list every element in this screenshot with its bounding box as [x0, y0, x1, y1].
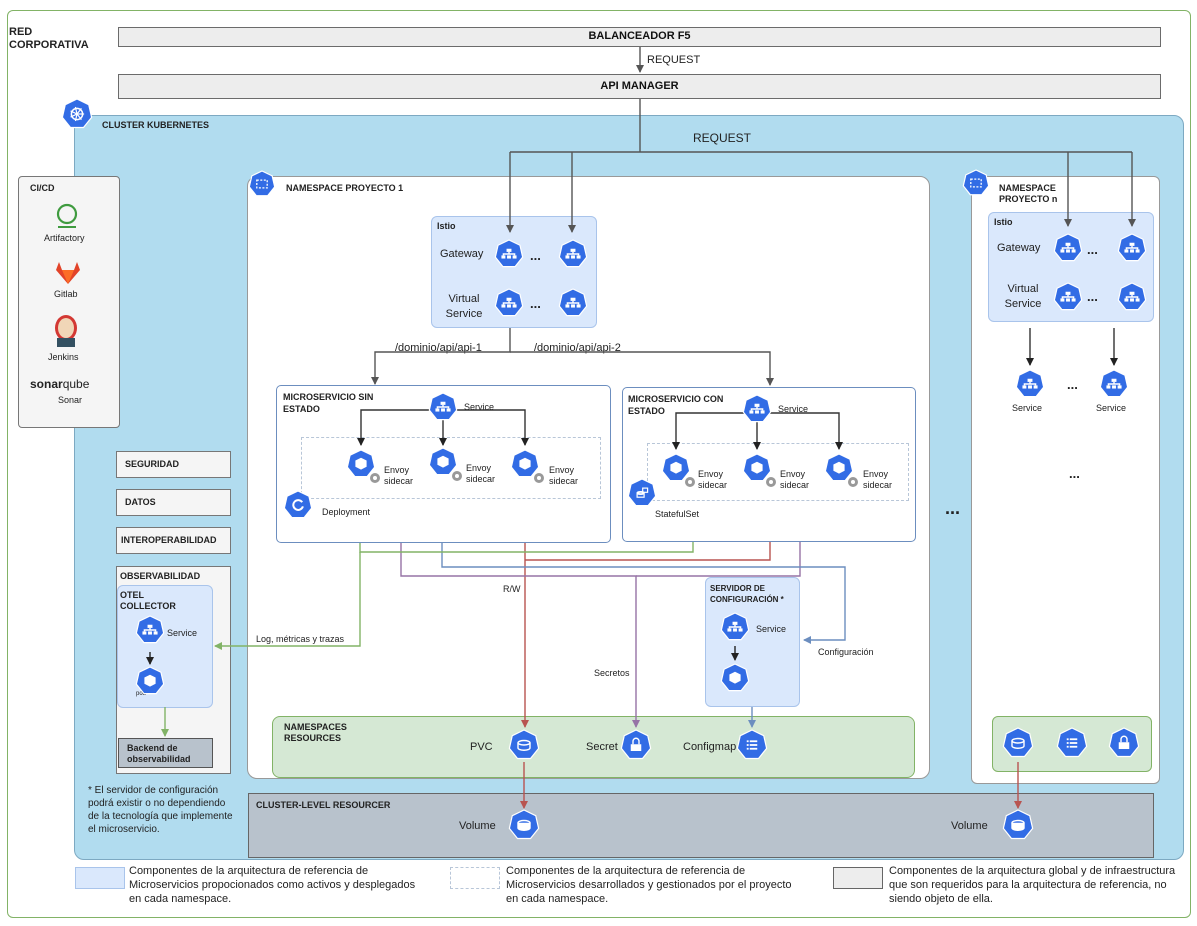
legend-global: Componentes de la arquitectura global y … [889, 865, 1176, 905]
statefulset-label: StatefulSet [655, 509, 700, 519]
stateless-service-label: Service [464, 402, 495, 412]
request-top-label: REQUEST [647, 54, 701, 66]
logs-label: Log, métricas y trazas [256, 634, 345, 644]
datos-label: DATOS [125, 497, 156, 507]
vs-ns1-dots: ... [530, 296, 541, 311]
namespace-n-title: NAMESPACE PROYECTO n [999, 183, 1058, 204]
otel-collector-box [117, 585, 213, 708]
istio-ns1-label: Istio [437, 221, 456, 231]
gateway-nsn-label: Gateway [997, 242, 1041, 254]
cicd-panel [18, 176, 120, 428]
legend-swatch-developed [450, 867, 500, 889]
corporate-network-label: RED CORPORATIVA [9, 26, 89, 51]
resources-title: NAMESPACES RESOURCES [284, 722, 347, 743]
otel-service-label: Service [167, 628, 198, 638]
route-api-1: /dominio/api/api-1 [395, 342, 482, 354]
rw-label: R/W [503, 584, 521, 594]
nsn-middle-dots: ... [1069, 466, 1080, 481]
corporate-network [7, 10, 1191, 918]
otel-title: OTEL COLLECTOR [120, 590, 176, 611]
legend-swatch-global [833, 867, 883, 889]
pvc-label: PVC [470, 741, 493, 753]
vs-nsn-dots: ... [1087, 289, 1098, 304]
request-cluster-label: REQUEST [693, 131, 752, 145]
between-namespaces-dots: ... [945, 498, 961, 518]
gateway-ns1-dots: ... [530, 248, 541, 263]
gateway-ns1-label: Gateway [440, 248, 484, 260]
datos-box: DATOS [116, 489, 231, 516]
cicd-title: CI/CD [30, 183, 55, 193]
envoy-label-5: Envoy sidecar [780, 469, 810, 490]
legend-swatch-provided [75, 867, 125, 889]
stateless-deployment-label: Deployment [322, 507, 371, 517]
sonarqube-logo: sonarqube [30, 377, 89, 391]
observability-title: OBSERVABILIDAD [120, 571, 201, 581]
seguridad-label: SEGURIDAD [125, 459, 180, 469]
cicd-sonar: Sonar [58, 395, 83, 405]
gitlab-icon [56, 262, 80, 284]
route-api-2: /dominio/api/api-2 [534, 342, 621, 354]
footnote: * El servidor de configuración podrá exi… [88, 785, 233, 835]
jenkins-icon [55, 315, 77, 347]
backend-box: Backend de observabilidad [118, 738, 213, 768]
cicd-jenkins: Jenkins [48, 352, 79, 362]
cicd-artifactory: Artifactory [44, 233, 85, 243]
vs-nsn-label: Virtual Service [1004, 283, 1042, 310]
sonar-logo-a: sonar [30, 377, 63, 391]
config-server-title: SERVIDOR DE CONFIGURACIÓN * [710, 584, 784, 604]
cluster-level-title: CLUSTER-LEVEL RESOURCER [256, 800, 391, 810]
ms-stateless-title: MICROSERVICIO SIN ESTADO [283, 392, 374, 414]
configmap-label: Configmap [683, 741, 737, 753]
envoy-label-1: Envoy sidecar [384, 465, 414, 486]
gateway-nsn-dots: ... [1087, 242, 1098, 257]
nsn-service-label-1: Service [1012, 403, 1043, 413]
volume-label-2: Volume [951, 820, 988, 832]
api-manager-label: API MANAGER [600, 80, 679, 92]
api-manager-bar: API MANAGER [118, 74, 1161, 99]
balancer-label: BALANCEADOR F5 [588, 30, 691, 42]
secretos-label: Secretos [594, 668, 630, 678]
istio-nsn-label: Istio [994, 217, 1013, 227]
secret-label: Secret [586, 741, 618, 753]
backend-label: Backend de observabilidad [127, 743, 191, 764]
legend-developed: Componentes de la arquitectura de refere… [506, 865, 792, 905]
nsn-service-label-2: Service [1096, 403, 1127, 413]
nsn-resources [992, 716, 1152, 772]
envoy-label-6: Envoy sidecar [863, 469, 893, 490]
configuracion-label: Configuración [818, 647, 874, 657]
cicd-gitlab: Gitlab [54, 289, 78, 299]
otel-pod-label: pod [136, 691, 147, 697]
balancer-bar: BALANCEADOR F5 [118, 27, 1161, 47]
namespace-1-title: NAMESPACE PROYECTO 1 [286, 183, 404, 193]
vs-ns1-label: Virtual Service [445, 293, 483, 320]
legend-provided: Componentes de la arquitectura de refere… [129, 865, 416, 905]
ms-stateful-title: MICROSERVICIO CON ESTADO [628, 394, 724, 416]
interoperabilidad-label: INTEROPERABILIDAD [121, 535, 217, 545]
envoy-label-2: Envoy sidecar [466, 463, 496, 484]
interoperabilidad-box: INTEROPERABILIDAD [116, 527, 231, 554]
config-server-service-label: Service [756, 624, 787, 634]
envoy-label-3: Envoy sidecar [549, 465, 579, 486]
volume-label-1: Volume [459, 820, 496, 832]
seguridad-box: SEGURIDAD [116, 451, 231, 478]
stateful-service-label: Service [778, 404, 809, 414]
cluster-label: CLUSTER KUBERNETES [102, 120, 210, 130]
envoy-label-4: Envoy sidecar [698, 469, 728, 490]
nsn-service-dots: ... [1067, 377, 1078, 392]
artifactory-icon [56, 203, 78, 228]
sonar-logo-b: qube [62, 377, 90, 391]
